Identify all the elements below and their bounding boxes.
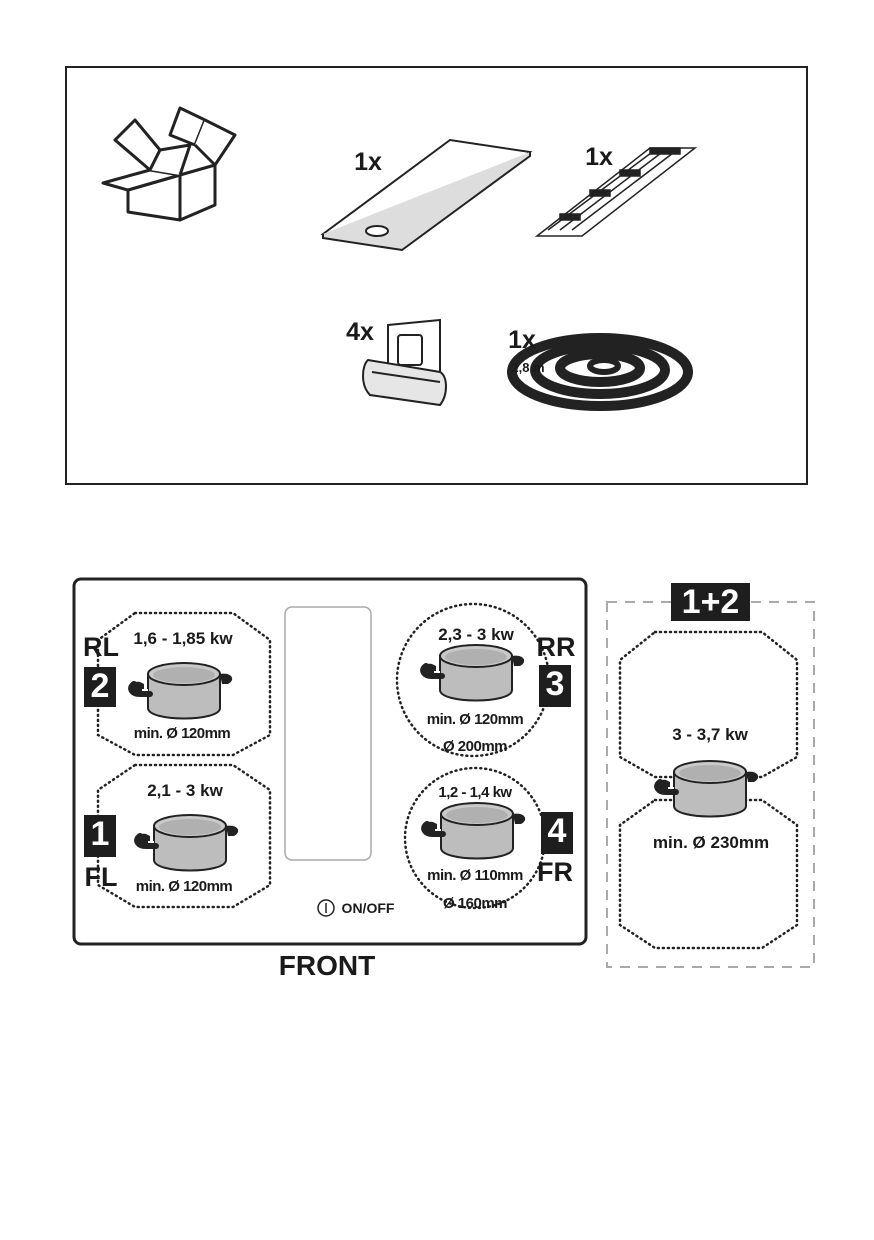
zone-min-diameter: min. Ø 120mm	[135, 878, 233, 895]
seal-qty: 1x	[508, 326, 536, 354]
zone-position-rl: RL	[83, 632, 119, 662]
zone-min-diameter: min. Ø 120mm	[426, 711, 524, 728]
seal-length: 2,8 m	[511, 360, 545, 375]
zone-number-3: 3	[539, 665, 571, 707]
clip-icon	[362, 318, 447, 407]
zone-number-1: 1	[84, 815, 116, 857]
zone-min-diameter: min. Ø 120mm	[133, 725, 231, 742]
zone-diameter: Ø 160mm	[442, 895, 508, 912]
zone-number-4: 4	[541, 812, 573, 854]
front-label: FRONT	[278, 950, 376, 981]
bridge-min-diameter: min. Ø 230mm	[652, 833, 770, 852]
zone-number-2: 2	[84, 667, 116, 707]
control-panel-area	[284, 606, 372, 861]
on-off-label: ON/OFF	[341, 900, 395, 916]
zone-min-diameter: min. Ø 110mm	[427, 867, 523, 884]
bridge-zone-upper-outline	[618, 630, 799, 779]
glass-plate-icon	[320, 138, 533, 252]
bridge-badge: 1+2	[671, 583, 750, 621]
zone-position-fr: FR	[537, 857, 573, 887]
pot-icon	[656, 761, 758, 817]
contents-frame	[65, 66, 808, 485]
zone-position-fl: FL	[84, 862, 118, 892]
clips-qty: 4x	[346, 318, 374, 346]
glass-plate-qty: 1x	[354, 148, 382, 176]
box-icon	[101, 106, 237, 222]
bridge-frame	[606, 601, 815, 968]
zone-power: 2,3 - 3 kw	[438, 625, 514, 644]
brackets-qty: 1x	[585, 143, 613, 171]
zone-power: 1,2 - 1,4 kw	[438, 784, 512, 801]
bridge-zone-lower-outline	[618, 798, 799, 950]
zone-power: 2,1 - 3 kw	[147, 781, 223, 800]
power-icon	[317, 899, 335, 917]
zone-power: 1,6 - 1,85 kw	[133, 629, 233, 648]
brackets-icon	[534, 147, 698, 237]
bridge-power: 3 - 3,7 kw	[672, 725, 748, 744]
zone-position-rr: RR	[536, 632, 576, 662]
zone-diameter: Ø 200mm	[442, 738, 508, 755]
seal-coil-icon	[507, 333, 693, 411]
